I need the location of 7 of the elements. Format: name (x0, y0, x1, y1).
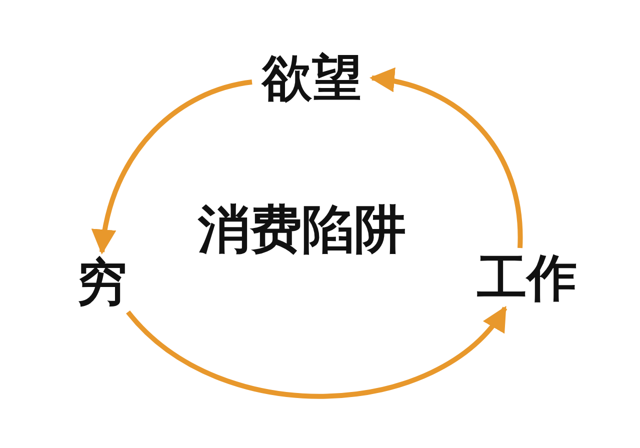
node-label: 工作 (466, 248, 588, 308)
node-label: 穷 (74, 252, 130, 312)
arrow (370, 68, 522, 248)
arrow (92, 80, 252, 254)
arrow (126, 306, 507, 399)
node-label: 欲望 (252, 48, 372, 108)
center-title: 消费陷阱 (198, 204, 406, 256)
